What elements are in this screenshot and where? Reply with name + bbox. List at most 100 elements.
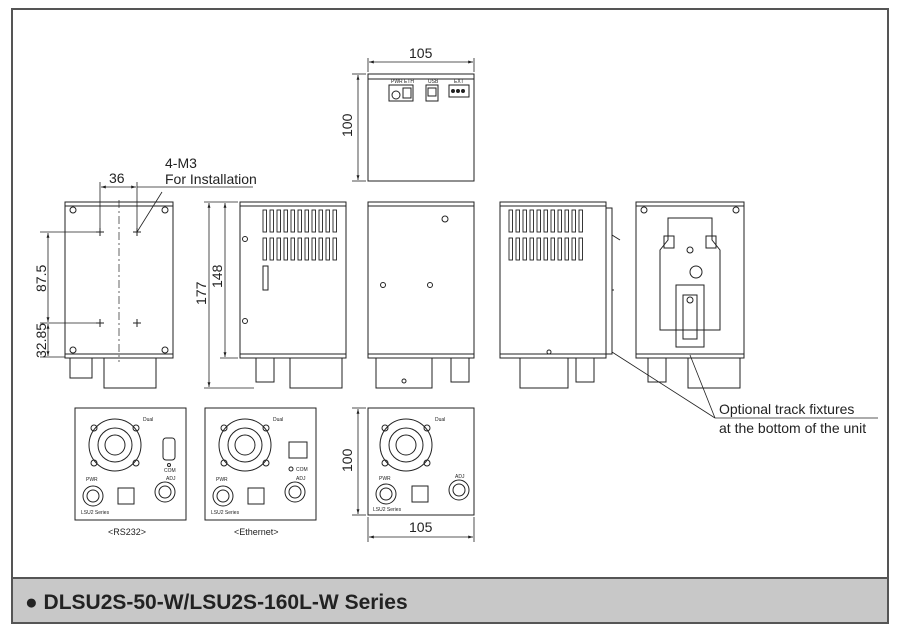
vent-slot [529, 209, 534, 233]
front-panel-ethernet [204, 407, 317, 521]
vent-slot [290, 209, 295, 233]
vent-slot [508, 237, 513, 261]
side-view-right [499, 201, 621, 389]
mount-note-line1: 4-M3 [165, 155, 197, 171]
body-height-label: 148 [209, 264, 225, 288]
vent-slot [571, 209, 576, 233]
mount-holes [96, 228, 141, 327]
vent-slot [515, 209, 520, 233]
top-pwr-label: PWR [391, 79, 403, 85]
hole-vertical-upper-label: 87.5 [33, 265, 49, 292]
front-width-dimension [367, 517, 475, 542]
front-panel-rs232 [74, 407, 187, 521]
rs232-pwr-label: PWR [86, 477, 98, 483]
rs232-caption: <RS232> [108, 527, 146, 537]
front-height-label: 100 [339, 448, 355, 472]
track-note-line1: Optional track fixtures [719, 401, 854, 417]
vent-slot [290, 237, 295, 261]
vent-slot [529, 237, 534, 261]
vent-slot [325, 237, 330, 261]
front-brand-label: Dual [435, 417, 445, 423]
ethernet-com-label: COM [296, 467, 308, 473]
vent-slot [550, 209, 555, 233]
vent-slot [311, 209, 316, 233]
vent-slot [262, 209, 267, 233]
vent-slot [536, 237, 541, 261]
track-note-line2: at the bottom of the unit [719, 420, 866, 436]
vent-slot [564, 237, 569, 261]
top-height-dimension [352, 73, 366, 182]
vent-slot [332, 237, 337, 261]
vent-slot [269, 209, 274, 233]
vent-slot [262, 237, 267, 261]
vent-slot [297, 209, 302, 233]
mount-note-line2: For Installation [165, 171, 257, 187]
vent-slot [276, 237, 281, 261]
rs232-brand-label: Dual [143, 417, 153, 423]
vent-slot [571, 237, 576, 261]
vent-slot [318, 209, 323, 233]
ethernet-brand-label: Dual [273, 417, 283, 423]
top-height-label: 100 [339, 113, 355, 137]
side-view-left [239, 201, 347, 389]
vent-slot [564, 209, 569, 233]
rs232-series-label: LSU2 Series [81, 510, 110, 516]
series-title: DLSU2S-50-W/LSU2S-160L-W Series [43, 591, 408, 614]
vent-slot [578, 209, 583, 233]
vent-slot [543, 237, 548, 261]
ethernet-series-label: LSU2 Series [211, 510, 240, 516]
top-usb-label: USB [428, 79, 439, 85]
vent-slot [536, 209, 541, 233]
front-body-view [367, 201, 475, 389]
vent-slot [543, 209, 548, 233]
vent-slot [557, 209, 562, 233]
vent-slot [522, 237, 527, 261]
vent-slot [276, 209, 281, 233]
rear-view [64, 200, 174, 389]
drawing-frame [11, 8, 889, 624]
front-series-label: LSU2 Series [373, 507, 402, 513]
front-pwr-label: PWR [379, 476, 391, 482]
rs232-adj-label: ADJ [166, 476, 176, 482]
vent-slot [269, 237, 274, 261]
vent-slot [318, 237, 323, 261]
overall-height-label: 177 [193, 281, 209, 305]
vent-slot [332, 209, 337, 233]
front-width-label: 105 [409, 519, 433, 535]
side-vents-right [508, 209, 583, 261]
vent-slot [508, 209, 513, 233]
top-width-label: 105 [409, 45, 433, 61]
vent-slot [304, 237, 309, 261]
footer-bar: ● DLSU2S-50-W/LSU2S-160L-W Series [13, 577, 887, 622]
front-height-dimension [352, 407, 366, 516]
vent-slot [297, 237, 302, 261]
ethernet-caption: <Ethernet> [234, 527, 279, 537]
ethernet-adj-label: ADJ [296, 476, 306, 482]
hole-spacing-dimension [99, 182, 253, 233]
hole-spacing-label: 36 [109, 170, 125, 186]
bottom-view [635, 201, 745, 389]
vent-slot [550, 237, 555, 261]
body-height-dimension [204, 201, 254, 389]
track-leader-lines [611, 351, 878, 419]
side-vents-left [262, 209, 337, 261]
vent-slot [283, 209, 288, 233]
vent-slot [515, 237, 520, 261]
bullet-icon: ● [25, 591, 38, 614]
vent-slot [557, 237, 562, 261]
vent-slot [522, 209, 527, 233]
top-width-dimension [367, 58, 475, 72]
footer-title: ● DLSU2S-50-W/LSU2S-160L-W Series [25, 591, 408, 615]
vent-slot [304, 209, 309, 233]
top-eth-label: ETH [404, 79, 414, 85]
front-adj-label: ADJ [455, 474, 465, 480]
top-view [367, 73, 475, 182]
ethernet-pwr-label: PWR [216, 477, 228, 483]
vent-slot [325, 209, 330, 233]
top-ext-label: EXT [454, 79, 464, 85]
vent-slot [283, 237, 288, 261]
vent-slot [311, 237, 316, 261]
hole-vertical-lower-label: 32.85 [33, 323, 49, 358]
vent-slot [578, 237, 583, 261]
